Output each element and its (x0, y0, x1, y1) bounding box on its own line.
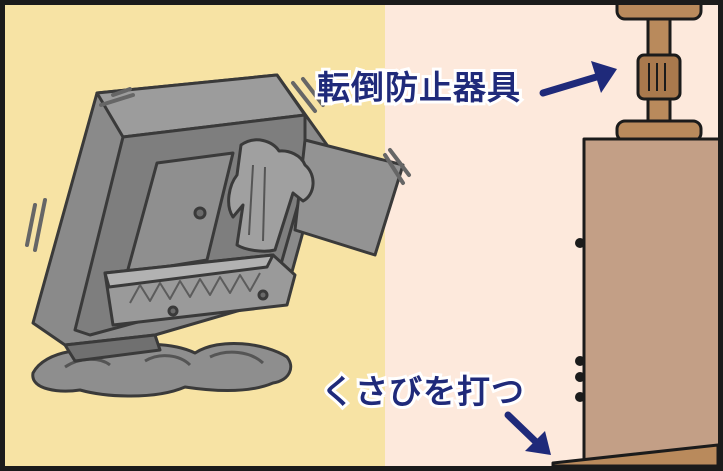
wedge-icon (551, 443, 718, 466)
illustration-art (25, 5, 718, 466)
tension-pole-icon (615, 5, 703, 143)
falling-dresser-icon (31, 73, 405, 398)
arrow-to-pole-icon (539, 61, 617, 97)
cabinet-icon (575, 137, 718, 466)
anti-tip-device-label: 転倒防止器具 (314, 65, 523, 110)
wedge-label: くさびを打つ (318, 369, 527, 414)
shake-lines (25, 77, 411, 252)
arrow-to-wedge-icon (504, 411, 551, 455)
